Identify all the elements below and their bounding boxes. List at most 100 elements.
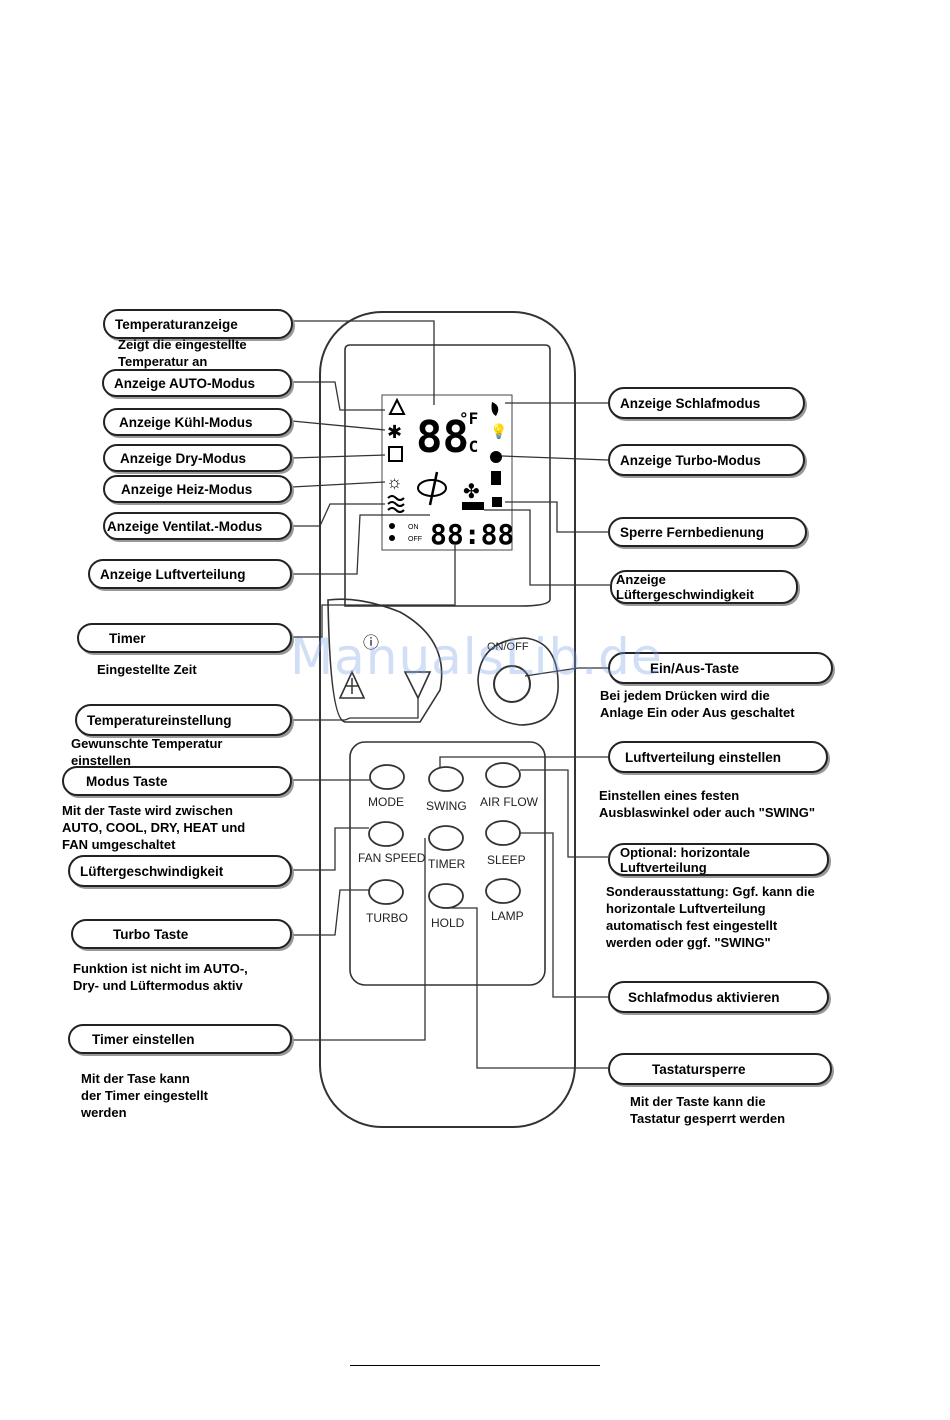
- callout-label: Anzeige AUTO-Modus: [114, 375, 255, 391]
- leader-lines: [291, 320, 610, 1069]
- note-line: Dry- und Lüftermodus aktiv: [73, 978, 243, 993]
- lock-icon: [492, 497, 502, 507]
- auto-mode-icon: [388, 397, 406, 415]
- onoff-label: ON/OFF: [487, 641, 529, 653]
- callout-label: Anzeige Luftverteilung: [100, 566, 246, 582]
- callout-label: Ein/Aus-Taste: [650, 660, 740, 676]
- note-mode-key: Mit der Taste wird zwischen AUTO, COOL, …: [62, 802, 245, 853]
- remote-sensor-icon: ⓘ: [363, 634, 379, 652]
- note-line: horizontale Luftverteilung: [606, 901, 766, 916]
- lcd-right-icons: 💡: [490, 402, 507, 507]
- callout-label: Anzeige Schlafmodus: [620, 395, 761, 411]
- swing-button: [428, 766, 464, 792]
- callout-label: Turbo Taste: [113, 926, 189, 942]
- callout-auto-mode: Anzeige AUTO-Modus: [102, 369, 292, 397]
- note-line: Ausblaswinkel oder auch "SWING": [599, 805, 816, 820]
- note-onoff-key: Bei jedem Drücken wird die Anlage Ein od…: [600, 687, 795, 721]
- callout-lock-display: Sperre Fernbedienung: [608, 517, 807, 547]
- callout-mode-key: Modus Taste: [62, 766, 292, 796]
- note-line: AUTO, COOL, DRY, HEAT und: [62, 820, 246, 835]
- callout-label: Anzeige Kühl-Modus: [119, 414, 253, 430]
- turbo-button-label: TURBO: [366, 911, 408, 925]
- callout-horizontal: Optional: horizontale Luftverteilung: [608, 843, 829, 876]
- callout-label: Luftverteilung: [620, 859, 707, 875]
- note-line: Einstellen eines festen: [599, 788, 740, 803]
- onoff-button: [493, 665, 531, 703]
- dry-mode-icon: [388, 446, 403, 462]
- callout-airflow-display: Anzeige Luftverteilung: [88, 559, 292, 589]
- callout-turbo-display: Anzeige Turbo-Modus: [608, 444, 805, 476]
- callout-label: Timer: [109, 630, 146, 646]
- lcd-clock-digits: 88:88: [430, 518, 514, 551]
- callout-keylock: Tastatursperre: [608, 1053, 832, 1085]
- fan-speed-button: [368, 821, 404, 847]
- callout-label: Modus Taste: [86, 773, 168, 789]
- note-horizontal: Sonderausstattung: Ggf. kann die horizon…: [606, 883, 815, 951]
- lcd-unit-f: °F: [459, 409, 478, 428]
- timer-button: [428, 825, 464, 851]
- callout-fanspeed-display: Anzeige Lüftergeschwindigkeit: [610, 570, 798, 604]
- note-temp-display: Zeigt die eingestellte Temperatur an: [118, 336, 247, 370]
- callout-label: Timer einstellen: [92, 1031, 195, 1047]
- callout-temp-setting: Temperatureinstellung: [75, 704, 292, 736]
- callout-label: Optional: horizontale: [620, 844, 750, 860]
- callout-timer: Timer: [77, 623, 292, 653]
- note-temp-setting: Gewunschte Temperatur einstellen: [71, 735, 222, 769]
- cool-mode-icon: ✱: [387, 422, 402, 442]
- heat-mode-icon: ☼: [386, 472, 403, 492]
- callout-sleep-display: Anzeige Schlafmodus: [608, 387, 805, 419]
- sleep-icon: [491, 402, 499, 416]
- note-line: Gewunschte Temperatur: [71, 736, 223, 751]
- callout-temp-display: Temperaturanzeige: [103, 309, 293, 339]
- turbo-icon: [490, 451, 502, 463]
- lcd-screen: [381, 394, 513, 551]
- note-turbo-key: Funktion ist nicht im AUTO-, Dry- und Lü…: [73, 960, 248, 994]
- fan-speed-bars: [462, 502, 484, 510]
- note-line: Temperatur an: [118, 354, 208, 369]
- air-flow-button-label: AIR FLOW: [480, 795, 539, 809]
- callout-label: Lüftergeschwindigkeit: [616, 587, 754, 602]
- swing-button-label: SWING: [426, 799, 467, 813]
- note-line: automatisch fest eingestellt: [606, 918, 778, 933]
- callout-label: Schlafmodus aktivieren: [628, 989, 780, 1005]
- air-flow-button: [485, 762, 521, 788]
- lamp-icon: 💡: [490, 423, 507, 440]
- sleep-button: [485, 820, 521, 846]
- callout-label: Anzeige Heiz-Modus: [121, 481, 253, 497]
- lamp-button: [485, 878, 521, 904]
- callout-label: Sperre Fernbedienung: [620, 524, 765, 540]
- note-line: der Timer eingestellt: [81, 1088, 208, 1103]
- callout-label: Luftverteilung einstellen: [625, 749, 782, 765]
- note-timer-set: Mit der Tase kann der Timer eingestellt …: [81, 1070, 208, 1121]
- temp-up-button: [338, 670, 366, 699]
- timer-button-label: TIMER: [428, 857, 466, 871]
- note-line: werden oder ggf. "SWING": [606, 935, 771, 950]
- mode-button: [369, 764, 405, 790]
- note-line: Mit der Taste kann die: [630, 1094, 766, 1109]
- callout-label: Anzeige: [616, 572, 666, 587]
- callout-cool-mode: Anzeige Kühl-Modus: [103, 408, 292, 436]
- watermark: ManualsLib.de: [290, 628, 663, 686]
- note-line: Eingestellte Zeit: [97, 662, 197, 677]
- callout-label: Lüftergeschwindigkeit: [80, 863, 224, 879]
- note-line: Bei jedem Drücken wird die: [600, 688, 770, 703]
- callout-label: Temperatureinstellung: [87, 712, 232, 728]
- fan-icon: ✤: [463, 481, 480, 503]
- note-line: Funktion ist nicht im AUTO-,: [73, 961, 248, 976]
- lcd-on-label: ON: [408, 524, 419, 531]
- callout-heat-mode: Anzeige Heiz-Modus: [103, 475, 292, 503]
- footer-rule: [350, 1365, 600, 1366]
- note-line: werden: [81, 1105, 127, 1120]
- note-line: Mit der Taste wird zwischen: [62, 803, 233, 818]
- fan-mode-icon: [387, 495, 405, 513]
- note-line: Tastatur gesperrt werden: [630, 1111, 786, 1126]
- lamp-button-label: LAMP: [491, 909, 524, 923]
- callout-label: Tastatursperre: [652, 1061, 746, 1077]
- onoff-panel: [477, 637, 559, 726]
- note-line: FAN umgeschaltet: [62, 837, 176, 852]
- note-line: einstellen: [71, 753, 131, 768]
- callout-timer-set: Timer einstellen: [68, 1024, 292, 1054]
- fan-speed-button-label: FAN SPEED: [358, 851, 426, 865]
- callout-dry-mode: Anzeige Dry-Modus: [103, 444, 292, 472]
- hold-button-label: HOLD: [431, 916, 465, 930]
